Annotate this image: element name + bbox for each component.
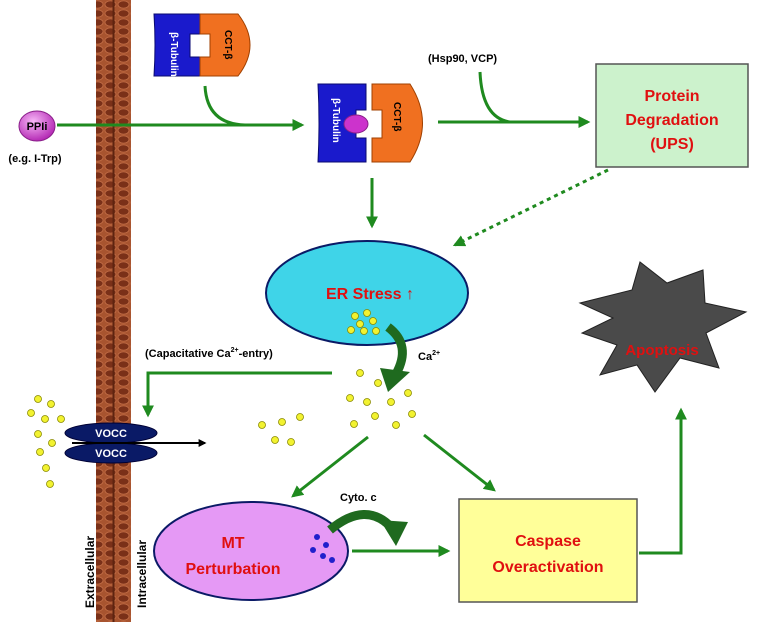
ca2-label: Ca2+ [418,350,440,363]
beta-tubulin-label: β-Tubulin [168,32,179,77]
arrow-ups-to-er-dotted [452,168,609,247]
caspase-line-1: Caspase [515,533,581,550]
arrow-ca-to-mt [291,435,369,498]
ppii-label: PPIi [27,121,48,133]
bound-beta-tubulin-label: β-Tubulin [330,98,341,143]
caspase-line-2: Overactivation [492,559,603,576]
er-stress-node: ER Stress ↑ [265,240,469,346]
arrow-tubulin-joins [203,85,246,127]
vocc-bottom-label: VOCC [95,448,127,460]
capacitative-ca-entry-label: (Capacitative Ca2+-entry) [145,347,273,360]
intracellular-label: Intracellular [135,540,149,608]
ups-line-3: (UPS) [650,136,694,153]
ppii-example-label: (e.g. I-Trp) [8,153,62,165]
tubulin-cct-free: β-Tubulin CCT-β [153,13,251,77]
cell-membrane [96,0,131,622]
arrow-capacitative-entry [142,371,332,418]
calcium-ions [27,309,416,488]
ups-line-2: Degradation [625,112,718,129]
extracellular-label: Extracellular [83,536,97,608]
caspase-box: Caspase Overactivation [458,498,638,603]
protein-degradation-box: Protein Degradation (UPS) [595,63,749,168]
ca-release-curved-arrow [380,323,410,392]
cyto-c-release-curved-arrow [327,510,408,546]
apoptosis-label: Apoptosis [625,342,698,359]
bound-cct-beta-label: CCT-β [391,102,402,131]
chaperones-label: (Hsp90, VCP) [428,53,497,65]
cct-beta-label: CCT-β [222,30,233,59]
tubulin-cct-bound-complex: β-Tubulin CCT-β [317,83,423,163]
apoptosis-node: Apoptosis [578,261,748,393]
mt-line-1: MT [221,535,244,552]
arrow-ca-to-caspase [423,433,496,492]
er-stress-label: ER Stress ↑ [326,286,414,303]
ups-line-1: Protein [644,88,699,105]
bound-ppii [343,114,369,134]
vocc-top-label: VOCC [95,428,127,440]
mt-perturbation-node: MT Perturbation [153,501,349,601]
vocc-channels: VOCC VOCC [64,422,207,464]
arrow-chaperones-joins [478,71,511,124]
pathway-arrows [57,71,687,557]
cyto-c-label: Cyto. c [340,492,377,504]
mt-line-2: Perturbation [185,561,280,578]
cytochrome-c-dots [310,534,335,563]
arrow-caspase-to-apoptosis [639,407,687,555]
ppii-molecule: PPIi [18,110,56,142]
